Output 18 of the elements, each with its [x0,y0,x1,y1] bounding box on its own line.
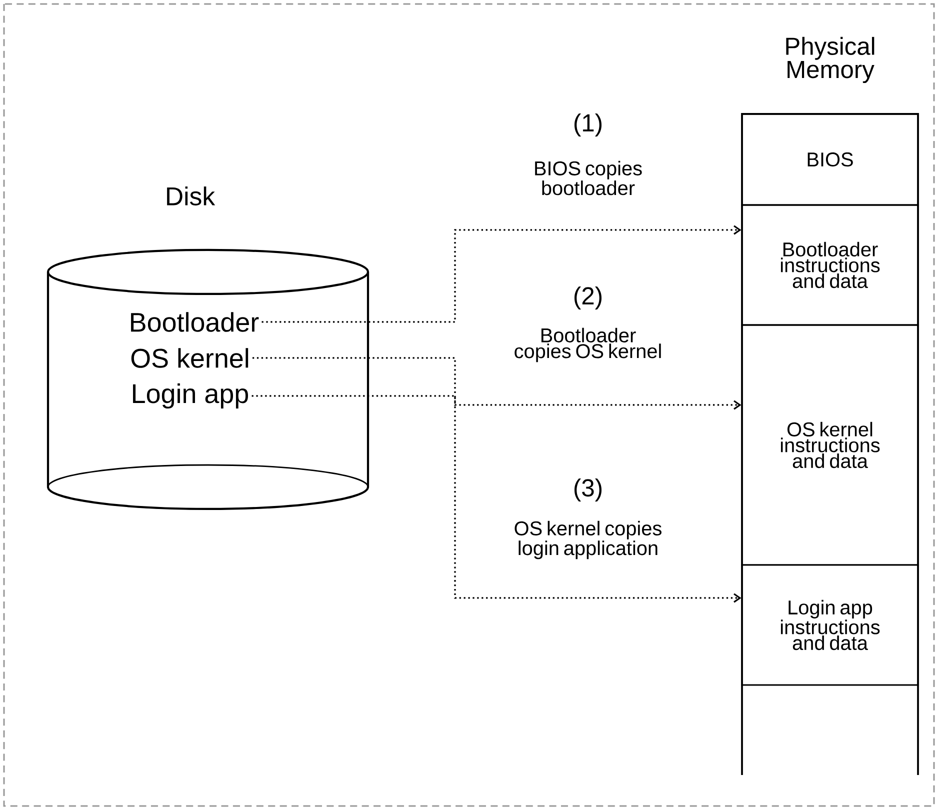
memory-section: OS kernel instructions and data [741,324,919,566]
edge-label: BIOS copies bootloader [535,160,642,196]
file-label: Login app [133,383,248,409]
edge-label: OS kernel copies login application [514,520,662,560]
arrow [262,225,742,323]
step-number: (1) [574,114,602,136]
file-label: OS kernel [131,348,248,368]
memory-section: Bootloader instructions and data [741,204,919,326]
file-label: Bootloader [131,312,259,332]
arrow [252,357,742,410]
memory-section: BIOS [741,113,919,206]
step-number: (2) [574,286,602,310]
arrow [252,395,742,603]
edge-label: Bootloader copies OS kernel [514,328,661,362]
column-heading: Physical Memory [786,36,874,84]
step-number: (3) [574,478,602,502]
disk-heading: Disk [167,186,216,206]
memory-section: Login app instructions and data [741,564,919,686]
